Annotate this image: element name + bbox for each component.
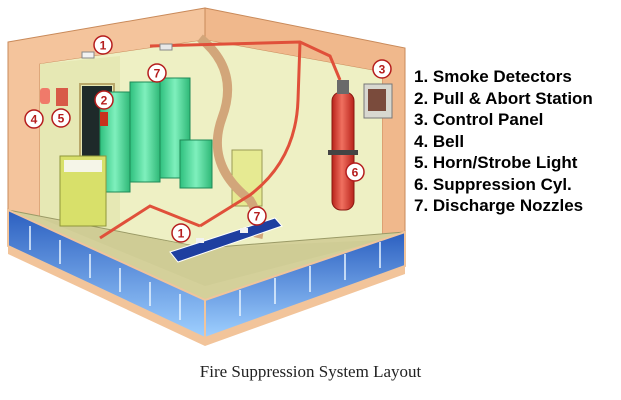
smoke-detector-ceiling	[81, 51, 95, 59]
callout-pull-station	[94, 90, 114, 110]
cylinder-valve	[337, 80, 349, 94]
bell	[40, 88, 50, 104]
callout-control-panel	[372, 59, 392, 79]
cylinder-bracket	[328, 150, 358, 155]
callout-label-cylinder: 6	[352, 166, 359, 180]
horn-strobe	[56, 88, 68, 106]
callout-label-smoke-detector-underfloor: 1	[178, 227, 185, 241]
suppression-piping	[99, 40, 342, 240]
callout-label-control-panel: 3	[379, 63, 386, 77]
callout-label-bell: 4	[31, 113, 38, 127]
diagram-caption: Fire Suppression System Layout	[199, 362, 422, 381]
floor-slab	[40, 218, 382, 286]
legend-item-discharge-nozzles: 7. Discharge Nozzles	[414, 196, 584, 215]
legend-item-pull-abort-station: 2. Pull & Abort Station	[414, 88, 593, 108]
callout-label-pull-station: 2	[101, 94, 108, 108]
callout-label-nozzle-underfloor: 7	[254, 210, 261, 224]
legend-item-bell: 4. Bell	[414, 131, 465, 151]
server-cabinet-1	[129, 81, 161, 183]
callout-nozzle-underfloor	[247, 206, 267, 226]
floor-pedestals	[29, 226, 381, 320]
floor-pad-edge	[8, 246, 405, 346]
callout-label-nozzle-ceiling: 7	[154, 67, 161, 81]
nozzle-ceiling	[159, 43, 173, 51]
pull-station	[100, 112, 108, 126]
legend-item-horn-strobe: 5. Horn/Strobe Light	[414, 153, 578, 172]
callout-smoke-detector-underfloor	[171, 223, 191, 243]
callout-bell	[24, 109, 44, 129]
legend-item-suppression-cylinder: 6. Suppression Cyl.	[414, 174, 572, 194]
server-cabinet-4	[179, 139, 213, 189]
control-panel-screen	[368, 89, 386, 111]
callout-horn-strobe	[51, 108, 71, 128]
smoke-detector-underfloor	[196, 238, 204, 243]
callout-label-horn-strobe: 5	[58, 112, 65, 126]
callout-cylinder	[345, 162, 365, 182]
component-legend: 1. Smoke Detectors 2. Pull & Abort Stati…	[414, 66, 593, 217]
nozzle-underfloor	[240, 228, 248, 233]
legend-item-smoke-detectors: 1. Smoke Detectors	[414, 67, 572, 86]
legend-item-control-panel: 3. Control Panel	[414, 110, 544, 129]
equipment-vent	[64, 160, 102, 172]
callout-label-smoke-detector-ceiling: 1	[100, 39, 107, 53]
callout-smoke-detector-ceiling	[93, 35, 113, 55]
callout-nozzle-ceiling	[147, 63, 167, 83]
